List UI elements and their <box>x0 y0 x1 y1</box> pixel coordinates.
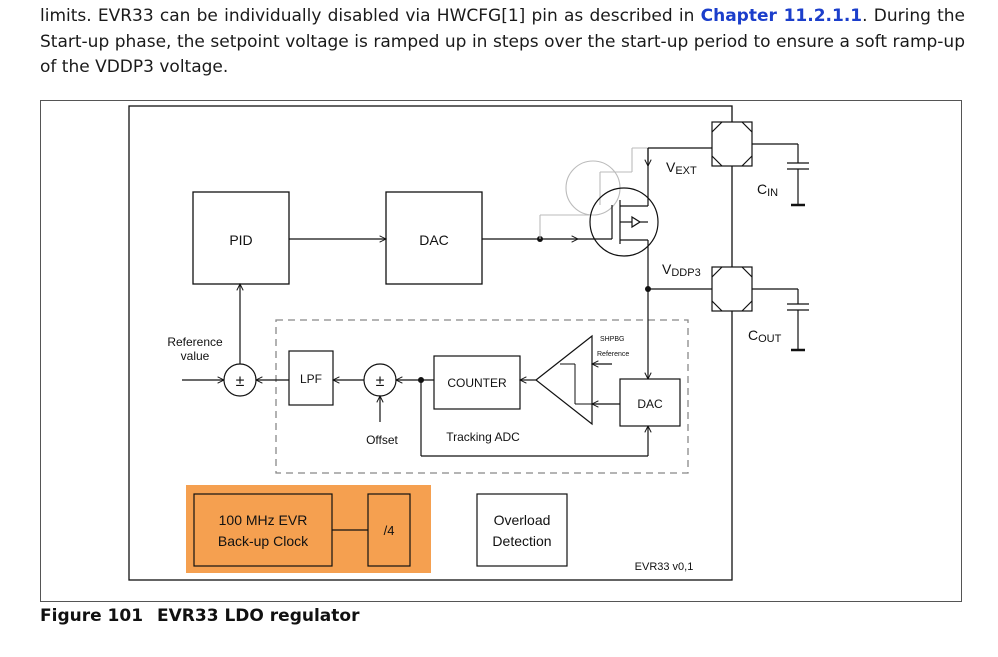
counter-label: COUNTER <box>447 376 507 390</box>
pid-label: PID <box>229 232 252 248</box>
clock-label-1: 100 MHz EVR <box>219 512 308 528</box>
reference-label-2: value <box>181 349 210 363</box>
summer-2-sign: ± <box>376 373 385 390</box>
figure-frame <box>40 100 962 602</box>
shpbg-reference-label: Reference <box>597 351 629 358</box>
diagram-outline <box>128 105 733 581</box>
paragraph-text-after: . During the Start-up phase, the setpoin… <box>40 6 965 77</box>
faded-transistor <box>539 147 650 239</box>
dac-inner-label: DAC <box>637 397 663 411</box>
cin-capacitor <box>752 143 809 207</box>
dac-inner-block <box>619 378 681 427</box>
version-label: EVR33 v0,1 <box>635 561 694 573</box>
pid-block <box>192 191 290 285</box>
counter-block <box>433 355 521 410</box>
vext-label: VEXT <box>666 159 697 177</box>
cin-label: CIN <box>757 181 778 199</box>
figure-caption: Figure 101 EVR33 LDO regulator <box>40 606 359 626</box>
dac-top-label: DAC <box>419 232 449 248</box>
divider-label: /4 <box>384 523 395 538</box>
dac-top-block <box>385 191 483 285</box>
overload-label-2: Detection <box>492 533 551 549</box>
shpbg-label: SHPBG <box>600 336 625 343</box>
vddp3-pad <box>711 266 753 312</box>
lpf-label: LPF <box>300 372 322 386</box>
chapter-link[interactable]: Chapter 11.2.1.1 <box>700 6 863 26</box>
tracking-adc-region <box>275 319 689 474</box>
caption-number: Figure 101 <box>40 606 144 626</box>
clock-label-2: Back-up Clock <box>218 533 309 549</box>
body-paragraph: limits. EVR33 can be individually disabl… <box>40 4 965 81</box>
comparator <box>535 334 593 426</box>
reference-label-1: Reference <box>167 335 223 349</box>
overload-label-1: Overload <box>494 512 551 528</box>
lpf-block <box>288 350 334 406</box>
caption-title: EVR33 LDO regulator <box>157 606 360 626</box>
tracking-adc-label: Tracking ADC <box>446 430 520 444</box>
paragraph-text-before: limits. EVR33 can be individually disabl… <box>40 6 701 26</box>
offset-label: Offset <box>366 433 398 447</box>
clock-highlight <box>186 485 431 573</box>
overload-block <box>476 493 568 567</box>
divider-block <box>367 493 411 567</box>
vddp3-label: VDDP3 <box>662 261 701 279</box>
cout-label: COUT <box>748 327 782 345</box>
pass-transistor <box>589 148 659 289</box>
vext-pad <box>711 121 753 167</box>
summer-1-sign: ± <box>236 373 245 390</box>
cout-capacitor <box>752 288 809 352</box>
